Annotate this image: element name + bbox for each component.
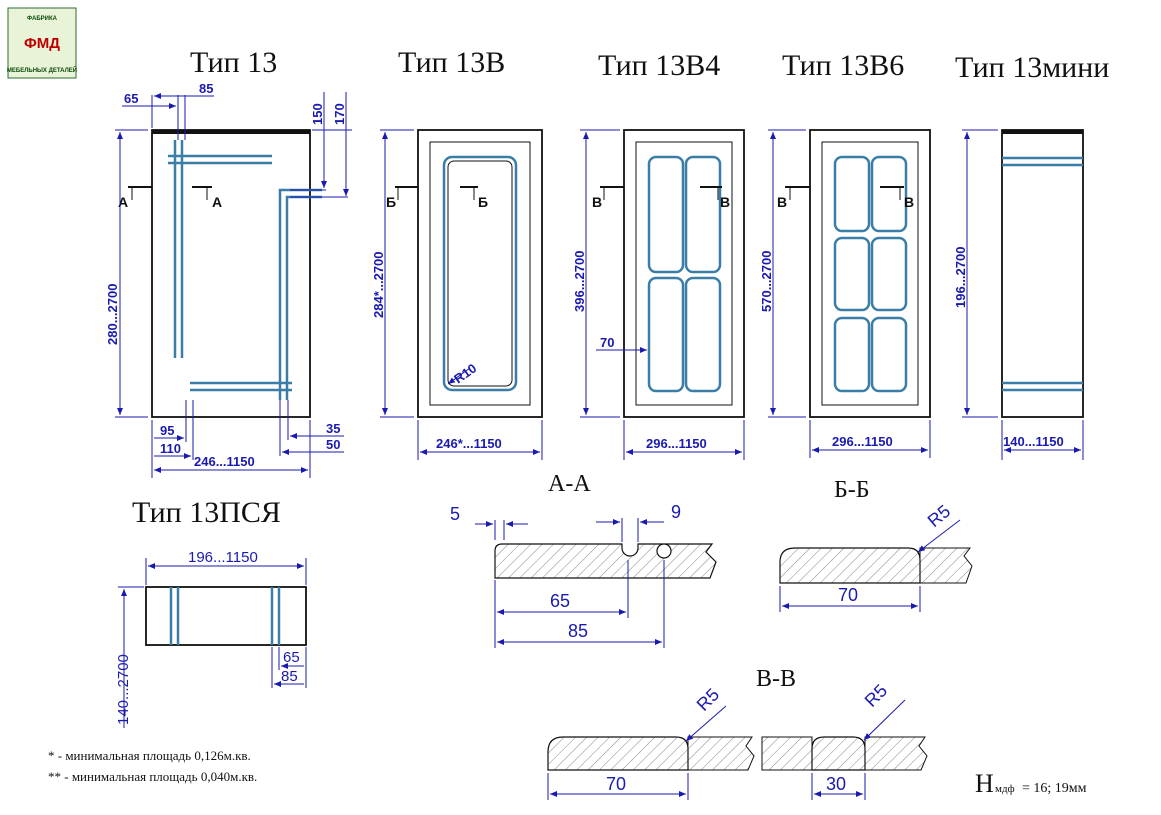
dim-t13v4-height: 396...2700 <box>572 251 587 312</box>
dim-psya-width: 196...1150 <box>188 549 258 566</box>
title-type-13v4: Тип 13В4 <box>598 49 720 82</box>
note-min-area-1: * - минимальная площадь 0,126м.кв. <box>48 748 251 763</box>
dim-t13-35: 35 <box>326 421 340 436</box>
logo-bottom-text: МЕБЕЛЬНЫХ ДЕТАЛЕЙ <box>7 66 77 74</box>
dims-type-13mini: 140...1150 196...2700 <box>953 129 1084 460</box>
cut-label-a-left: А <box>118 194 128 210</box>
panel-type-13mini <box>1001 129 1084 418</box>
dims-type-13: 246...1150 280...2700 65 85 150 170 95 1… <box>105 81 352 478</box>
dim-t13-110: 110 <box>160 441 181 456</box>
panel-type-13v: Б Б R10 <box>386 129 543 418</box>
dim-psya-height: 140...2700 <box>115 654 132 725</box>
dim-t13-height: 280...2700 <box>105 284 120 345</box>
section-bb-radius: R5 <box>924 501 954 531</box>
section-aa-dim-9: 9 <box>671 502 681 522</box>
panel-type-13v6: В В <box>777 129 931 418</box>
cut-label-b-left: Б <box>386 194 396 210</box>
thickness-spec: H мдф = 16; 19мм <box>975 769 1087 798</box>
logo-top-text: ФАБРИКА <box>27 16 58 22</box>
dim-t13v-width: 246*...1150 <box>436 436 502 451</box>
cut-label-v-right-v4: В <box>720 194 730 210</box>
title-type-13v6: Тип 13В6 <box>782 49 904 82</box>
cut-label-v-left-v6: В <box>777 194 787 210</box>
section-vv-profile: R5 R5 70 30 <box>547 680 928 800</box>
section-aa-title: А-А <box>548 471 591 497</box>
dim-t13-95: 95 <box>160 423 174 438</box>
panel-type-13v4: В В <box>592 129 745 418</box>
section-aa-profile: 5 9 65 85 <box>450 502 717 648</box>
section-aa-dim-85: 85 <box>568 621 588 641</box>
dim-mini-height: 196...2700 <box>953 247 968 308</box>
dims-type-13psya: 196...1150 140...2700 65 85 <box>115 549 307 728</box>
panel-type-13: А А <box>118 129 322 418</box>
dim-t13v6-height: 570...2700 <box>759 251 774 312</box>
section-aa-dim-5: 5 <box>450 504 460 524</box>
section-bb-dim-70: 70 <box>838 585 858 605</box>
dim-t13-85: 85 <box>199 81 213 96</box>
logo-main-text: ФМД <box>24 35 60 52</box>
dim-psya-65: 65 <box>283 649 300 666</box>
section-bb-profile: R5 70 <box>779 501 973 612</box>
thickness-value: = 16; 19мм <box>1022 781 1087 796</box>
note-min-area-2: ** - минимальная площадь 0,040м.кв. <box>48 769 257 784</box>
dims-type-13v4: 296...1150 396...2700 70 <box>572 129 745 460</box>
dim-t13-170: 170 <box>332 103 347 125</box>
dim-t13v6-width: 296...1150 <box>832 434 893 449</box>
cut-label-b-right: Б <box>478 194 488 210</box>
title-type-13mini: Тип 13мини <box>955 51 1109 84</box>
dim-t13-65: 65 <box>124 91 138 106</box>
dim-psya-85: 85 <box>281 668 298 685</box>
title-type-13: Тип 13 <box>190 46 277 79</box>
dim-t13v4-width: 296...1150 <box>646 436 707 451</box>
dim-t13-width: 246...1150 <box>194 454 255 469</box>
section-vv-dim-30: 30 <box>826 774 846 794</box>
section-vv-dim-70: 70 <box>606 774 626 794</box>
cut-label-v-left-v4: В <box>592 194 602 210</box>
dims-type-13v6: 296...1150 570...2700 <box>759 129 931 458</box>
dim-mini-width: 140...1150 <box>1003 434 1064 449</box>
section-vv-title: В-В <box>756 666 796 692</box>
dim-t13-50: 50 <box>326 437 340 452</box>
factory-logo: ФАБРИКА ФМД МЕБЕЛЬНЫХ ДЕТАЛЕЙ <box>7 7 77 79</box>
section-vv-radius-1: R5 <box>693 684 723 714</box>
section-vv-radius-2: R5 <box>861 680 891 710</box>
dims-type-13v: 246*...1150 284*...2700 <box>371 129 543 460</box>
dim-t13-150: 150 <box>310 103 325 125</box>
thickness-sub: мдф <box>995 783 1015 795</box>
dim-t13v4-70: 70 <box>600 335 614 350</box>
section-bb-title: Б-Б <box>834 477 870 503</box>
panel-type-13psya <box>145 586 307 646</box>
thickness-h: H <box>975 769 994 798</box>
section-aa-dim-65: 65 <box>550 591 570 611</box>
cut-label-a-right: А <box>212 194 222 210</box>
dim-t13v-height: 284*...2700 <box>371 251 386 318</box>
cut-label-v-right-v6: В <box>904 194 914 210</box>
title-type-13v: Тип 13В <box>398 46 505 79</box>
title-type-13psya: Тип 13ПСЯ <box>132 496 281 529</box>
